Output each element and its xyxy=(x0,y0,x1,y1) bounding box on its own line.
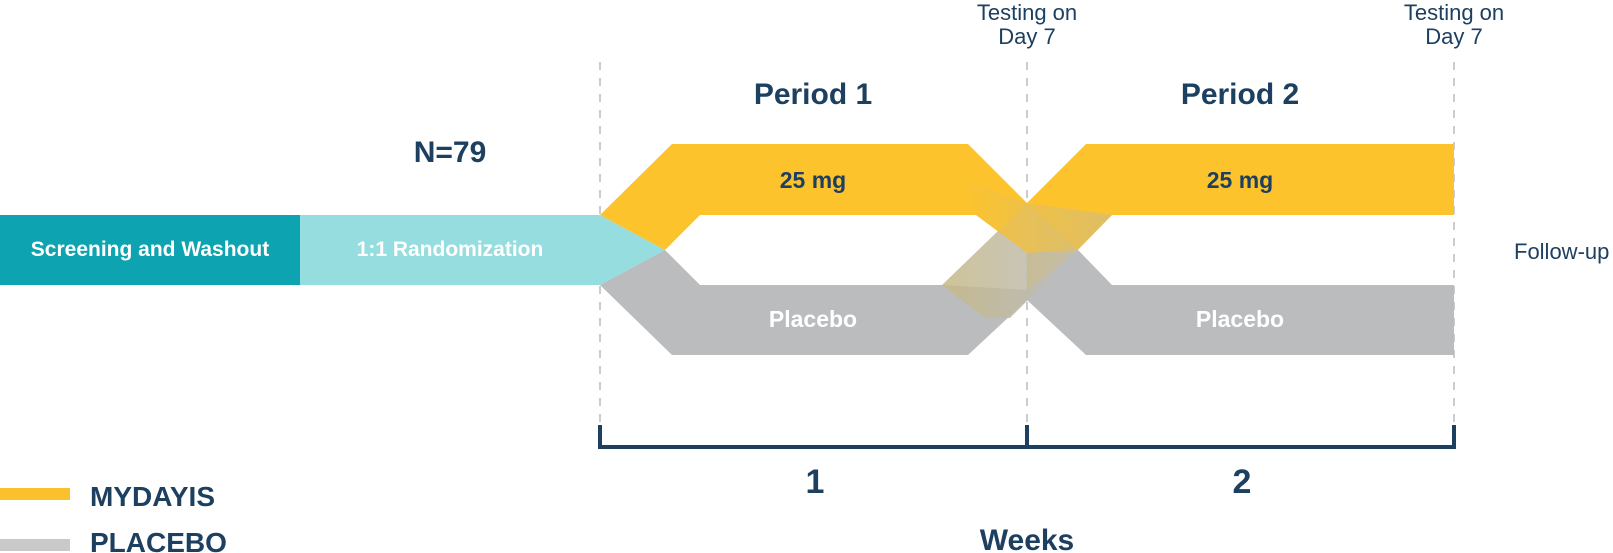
crossover-blend-b xyxy=(960,178,1112,253)
period-1-title: Period 1 xyxy=(754,78,872,111)
period2-drug-label: 25 mg xyxy=(1207,167,1273,193)
randomization-bar xyxy=(300,215,665,285)
period1-drug-arm xyxy=(600,144,1027,253)
period-2-title: Period 2 xyxy=(1181,78,1299,111)
screening-bar xyxy=(0,215,300,285)
legend-label-mydayis: MYDAYIS xyxy=(90,481,215,512)
legend-swatch-placebo xyxy=(0,539,70,551)
followup-label: Follow-up xyxy=(1514,239,1609,264)
period2-placebo-arm xyxy=(1027,250,1454,355)
period2-drug-arm xyxy=(1027,144,1454,300)
testing-label-1-line1: Testing on xyxy=(977,0,1077,25)
period1-placebo-label: Placebo xyxy=(769,306,857,332)
randomization-label: 1:1 Randomization xyxy=(357,238,544,261)
legend-swatch-mydayis xyxy=(0,488,70,500)
testing-label-2-line1: Testing on xyxy=(1404,0,1504,25)
period2-placebo-label: Placebo xyxy=(1196,306,1284,332)
period1-drug-label: 25 mg xyxy=(780,167,846,193)
screening-label: Screening and Washout xyxy=(31,238,269,261)
period1-placebo-arm xyxy=(600,250,1027,355)
testing-label-1-line2: Day 7 xyxy=(998,24,1055,49)
testing-label-2-line2: Day 7 xyxy=(1425,24,1482,49)
weeks-axis-label: Weeks xyxy=(980,524,1075,553)
n-label: N=79 xyxy=(414,136,487,169)
legend-label-placebo: PLACEBO xyxy=(90,527,227,553)
week-2-label: 2 xyxy=(1233,463,1252,501)
week-1-label: 1 xyxy=(806,463,825,501)
